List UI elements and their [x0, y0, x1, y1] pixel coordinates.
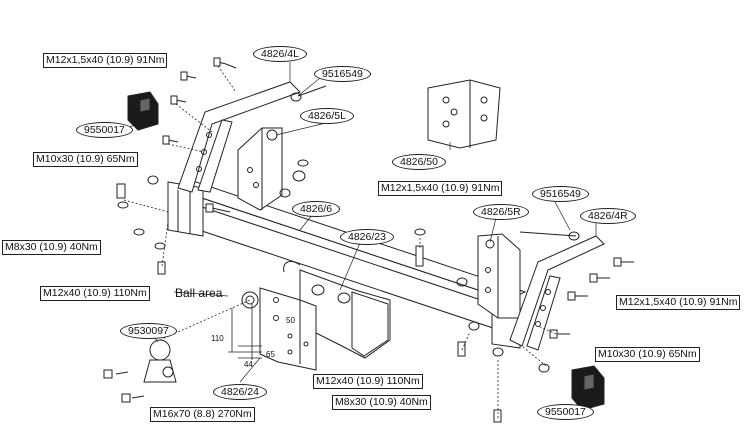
dim-65: 65: [266, 350, 275, 359]
dim-50: 50: [286, 316, 295, 325]
center-mounting-plate: [283, 261, 391, 359]
part-label-4826-6: 4826/6: [292, 201, 341, 217]
dim-44: 44: [244, 360, 253, 369]
left-bracket: [237, 127, 283, 211]
wire-strip-right: [519, 231, 577, 237]
right-bracket: [477, 233, 521, 319]
bolt-label-m10x30-right: M10x30 (10.9) 65Nm: [595, 347, 700, 362]
bolt-label-m12x40-bottom: M12x40 (10.9) 110Nm: [313, 374, 423, 389]
dim-110: 110: [211, 334, 224, 343]
part-label-9516549-right: 9516549: [532, 186, 589, 202]
bolt-label-m10x30-left: M10x30 (10.9) 65Nm: [33, 152, 138, 167]
part-label-9530097: 9530097: [120, 323, 177, 339]
label-leaders: [127, 62, 597, 409]
washers-and-nuts: [117, 92, 580, 373]
part-label-4826-5l: 4826/5L: [300, 108, 354, 124]
wire-strip-top: [297, 85, 327, 97]
part-label-4826-4r: 4826/4R: [580, 208, 636, 224]
part-label-4826-24: 4826/24: [213, 384, 267, 400]
bolt-label-m12x1-5x40-top: M12x1,5x40 (10.9) 91Nm: [43, 53, 168, 68]
part-label-4826-4l: 4826/4L: [253, 46, 307, 62]
rubber-buffer-right: [571, 365, 605, 411]
rubber-buffer-left: [127, 91, 159, 131]
part-label-4826-23: 4826/23: [340, 229, 394, 245]
part-label-9550017-right: 9550017: [537, 404, 594, 420]
part-label-9516549-top: 9516549: [314, 66, 371, 82]
part-label-4826-50: 4826/50: [392, 154, 446, 170]
right-side-arm: [509, 235, 605, 351]
bolt-label-m12x1-5x40-right: M12x1,5x40 (10.9) 91Nm: [616, 295, 741, 310]
ball-mount-plate: [241, 287, 317, 371]
bolt-label-m16x70: M16x70 (8.8) 270Nm: [150, 407, 255, 422]
ball-area-title: Ball area: [175, 286, 223, 300]
bolt-label-m12x40-left: M12x40 (10.9) 110Nm: [40, 286, 150, 301]
bolt-label-m8x30-left: M8x30 (10.9) 40Nm: [2, 240, 101, 255]
tow-ball: [143, 339, 177, 383]
left-side-arm: [177, 81, 301, 193]
part-label-9550017-left: 9550017: [76, 122, 133, 138]
electrics-bracket-inset: [427, 79, 501, 149]
bolt-label-m8x30-bottom: M8x30 (10.9) 40Nm: [332, 395, 431, 410]
bolt-shapes: [103, 57, 634, 423]
ball-area-dimensions: [228, 304, 262, 360]
bolt-label-m12x1-5x40-mid: M12x1,5x40 (10.9) 91Nm: [378, 181, 503, 196]
part-label-4826-5r: 4826/5R: [473, 204, 529, 220]
